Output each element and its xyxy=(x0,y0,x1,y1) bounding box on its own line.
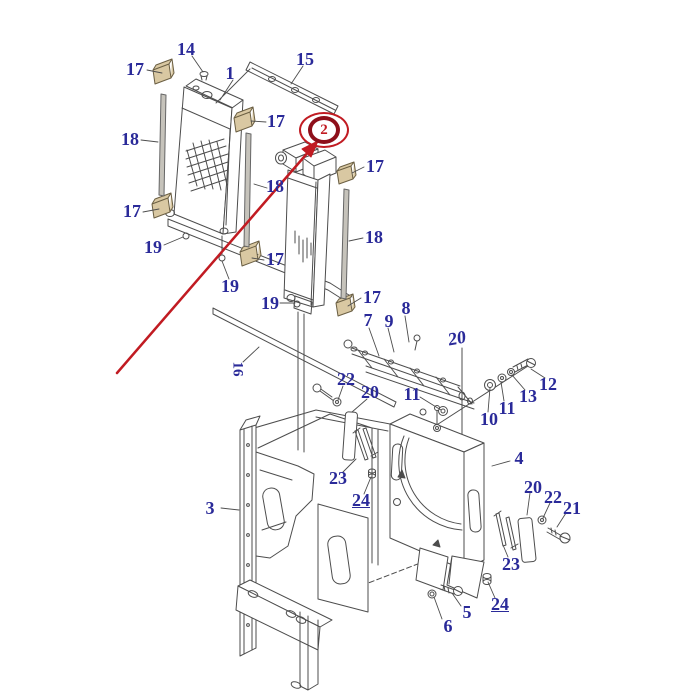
callout-20-2[interactable]: 20 xyxy=(361,382,379,402)
callout-19-2[interactable]: 19 xyxy=(221,276,239,296)
highlighted-callout-2[interactable]: 2 xyxy=(299,112,349,148)
callout-14[interactable]: 14 xyxy=(177,39,195,59)
callout-6[interactable]: 6 xyxy=(443,616,453,636)
oil-cooler-2 xyxy=(275,141,337,315)
fan-shroud-4 xyxy=(389,405,485,599)
callout-1[interactable]: 1 xyxy=(225,63,235,83)
washer-11b xyxy=(438,406,448,416)
grommet-24b xyxy=(482,573,492,585)
callout-17-5[interactable]: 17 xyxy=(266,249,284,269)
fin-marks xyxy=(294,230,312,263)
callout-23-1[interactable]: 23 xyxy=(329,468,347,488)
callout-18-1[interactable]: 18 xyxy=(121,129,139,149)
callout-3[interactable]: 3 xyxy=(205,498,215,518)
callout-17-4[interactable]: 17 xyxy=(123,201,141,221)
bottom-flap xyxy=(446,555,485,599)
callout-11-1[interactable]: 11 xyxy=(498,398,516,418)
callout-22-1[interactable]: 22 xyxy=(337,369,355,389)
callout-24-1[interactable]: 24 xyxy=(352,490,370,510)
callout-21[interactable]: 21 xyxy=(563,498,581,518)
middle-panel xyxy=(317,503,369,613)
seal-strips-18 xyxy=(158,93,350,300)
bolt xyxy=(343,339,353,349)
highlight-ring: 2 xyxy=(308,116,340,144)
drain-plug-19c xyxy=(293,300,301,308)
callout-17-2[interactable]: 17 xyxy=(267,111,285,131)
mounting-frame-7-8-9 xyxy=(343,334,475,410)
bar-15 xyxy=(245,61,339,115)
callout-18-3[interactable]: 18 xyxy=(365,227,383,247)
filler-plug-14 xyxy=(199,71,209,81)
callout-23-2[interactable]: 23 xyxy=(502,554,520,574)
callout-12[interactable]: 12 xyxy=(539,374,557,394)
bolt-5 xyxy=(439,584,463,596)
callout-7[interactable]: 7 xyxy=(363,310,373,330)
fan-opening-arc xyxy=(398,435,463,531)
callout-19-3[interactable]: 19 xyxy=(261,293,279,313)
washer-11a xyxy=(497,373,507,383)
callout-11-2[interactable]: 11 xyxy=(403,384,421,404)
callout-10[interactable]: 10 xyxy=(480,409,498,429)
callout-18-2[interactable]: 18 xyxy=(266,176,284,196)
small-hardware xyxy=(312,383,571,599)
callout-17-6[interactable]: 17 xyxy=(363,287,381,307)
callout-13[interactable]: 13 xyxy=(519,386,537,406)
bolt-21 xyxy=(546,527,571,544)
callout-8[interactable]: 8 xyxy=(401,298,411,318)
nut-6 xyxy=(427,589,437,599)
callout-9[interactable]: 9 xyxy=(384,311,394,331)
bolt-12 xyxy=(512,358,536,373)
radiator-core-crosshatch xyxy=(185,138,229,192)
bolt-22-upper xyxy=(312,383,335,402)
callout-22-2[interactable]: 22 xyxy=(544,487,562,507)
washer-22a xyxy=(332,397,342,407)
hardware-chain-10-13 xyxy=(431,358,536,429)
callout-5[interactable]: 5 xyxy=(462,602,472,622)
callout-20-3[interactable]: 20 xyxy=(524,477,542,497)
highlight-label: 2 xyxy=(320,121,328,138)
gusset xyxy=(255,451,315,559)
callout-15[interactable]: 15 xyxy=(296,49,314,69)
callout-17-1[interactable]: 17 xyxy=(126,59,144,79)
callout-16[interactable]: 16 xyxy=(229,361,246,377)
washer-13 xyxy=(507,368,515,376)
washer-22b xyxy=(537,515,547,525)
callout-24-2[interactable]: 24 xyxy=(491,594,509,614)
frame-3 xyxy=(235,415,333,691)
mounting-pads-17 xyxy=(151,58,357,317)
plates-20 xyxy=(342,411,537,563)
brackets-23 xyxy=(352,427,519,551)
callout-17-3[interactable]: 17 xyxy=(366,156,384,176)
radiator-1 xyxy=(165,71,353,305)
grommet-24a xyxy=(368,468,376,479)
callout-4[interactable]: 4 xyxy=(514,448,524,468)
callout-19-1[interactable]: 19 xyxy=(144,237,162,257)
leader-lines xyxy=(140,55,567,620)
callout-20-1[interactable]: 20 xyxy=(447,326,467,350)
